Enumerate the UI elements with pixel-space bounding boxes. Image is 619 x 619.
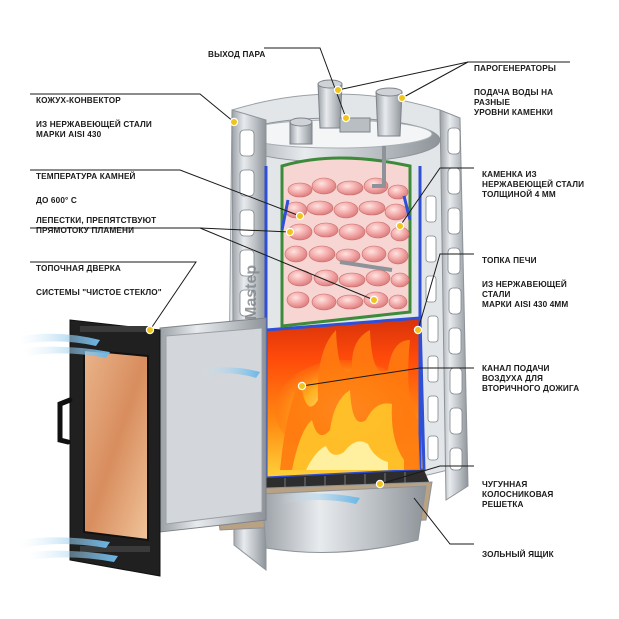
label-title: КАНАЛ ПОДАЧИ ВОЗДУХА ДЛЯ ВТОРИЧНОГО ДОЖИ… xyxy=(482,364,580,393)
stones xyxy=(284,177,410,311)
marker-dot-icon xyxy=(413,325,423,335)
label-sub: СИСТЕМЫ "ЧИСТОЕ СТЕКЛО" xyxy=(36,288,162,297)
stove-body: Mastep xyxy=(159,79,469,572)
marker-dot-icon xyxy=(395,221,405,231)
water-pipe xyxy=(372,146,386,188)
marker-dot-icon xyxy=(397,93,407,103)
door-vent-slots xyxy=(80,326,150,552)
marker-dot-icon xyxy=(333,85,343,95)
marker-dot-icon xyxy=(229,117,239,127)
label-casing: КОЖУХ-КОНВЕКТОР ИЗ НЕРЖАВЕЮЩЕЙ СТАЛИ МАР… xyxy=(36,86,152,150)
label-title: ЧУГУННАЯ КОЛОСНИКОВАЯ РЕШЕТКА xyxy=(482,480,554,509)
label-sub: ПОДАЧА ВОДЫ НА РАЗНЫЕ УРОВНИ КАМЕНКИ xyxy=(474,88,554,117)
inner-wall-blue xyxy=(264,166,422,470)
marker-dot-icon xyxy=(341,113,351,123)
marker-dots xyxy=(145,85,423,489)
water-pipe-lower xyxy=(339,260,393,272)
label-door: ТОПОЧНАЯ ДВЕРКА СИСТЕМЫ "ЧИСТОЕ СТЕКЛО" xyxy=(36,254,162,308)
door-glass xyxy=(83,348,149,542)
label-firebox: ТОПКА ПЕЧИ ИЗ НЕРЖАВЕЮЩЕЙ СТАЛИ МАРКИ AI… xyxy=(482,246,568,320)
marker-dot-icon xyxy=(285,227,295,237)
label-title: ЛЕПЕСТКИ, ПРЕПЯТСТВУЮТ ПРЯМОТОКУ ПЛАМЕНИ xyxy=(36,216,157,235)
label-title: ТОПОЧНАЯ ДВЕРКА xyxy=(36,264,121,273)
door-collar-inner xyxy=(165,327,263,525)
marker-dot-icon xyxy=(369,295,379,305)
label-ash-box: ЗОЛЬНЫЙ ЯЩИК xyxy=(482,540,554,570)
label-sub: ДО 600° С xyxy=(36,196,77,205)
marker-dot-icon xyxy=(145,325,155,335)
label-title: КОЖУХ-КОНВЕКТОР xyxy=(36,96,121,105)
label-air-channel: КАНАЛ ПОДАЧИ ВОЗДУХА ДЛЯ ВТОРИЧНОГО ДОЖИ… xyxy=(482,354,579,404)
marker-dot-icon xyxy=(375,479,385,489)
label-title: ТЕМПЕРАТУРА КАМНЕЙ xyxy=(36,172,136,181)
label-title: ЗОЛЬНЫЙ ЯЩИК xyxy=(482,550,554,559)
label-title: ПАРОГЕНЕРАТОРЫ xyxy=(474,64,556,73)
label-grate: ЧУГУННАЯ КОЛОСНИКОВАЯ РЕШЕТКА xyxy=(482,470,553,520)
marker-dot-icon xyxy=(295,211,305,221)
label-stone-temp: ТЕМПЕРАТУРА КАМНЕЙ ДО 600° С xyxy=(36,162,136,216)
firebox-door xyxy=(57,319,161,577)
label-title: КАМЕНКА ИЗ НЕРЖАВЕЮЩЕЙ СТАЛИ ТОЛЩИНОЙ 4 … xyxy=(482,170,585,199)
petals xyxy=(280,195,412,231)
label-sub: ИЗ НЕРЖАВЕЮЩЕЙ СТАЛИ МАРКИ AISI 430 4ММ xyxy=(482,280,569,309)
label-petals: ЛЕПЕСТКИ, ПРЕПЯТСТВУЮТ ПРЯМОТОКУ ПЛАМЕНИ xyxy=(36,206,156,246)
door-handle[interactable] xyxy=(57,397,73,445)
label-title: ВЫХОД ПАРА xyxy=(208,50,266,59)
marker-dot-icon xyxy=(297,381,307,391)
label-sub: ИЗ НЕРЖАВЕЮЩЕЙ СТАЛИ МАРКИ AISI 430 xyxy=(36,120,152,139)
label-stone-box: КАМЕНКА ИЗ НЕРЖАВЕЮЩЕЙ СТАЛИ ТОЛЩИНОЙ 4 … xyxy=(482,160,584,210)
label-steam-outlet: ВЫХОД ПАРА xyxy=(208,40,266,70)
brand-text: Mastep xyxy=(243,265,260,320)
air-flow-icon xyxy=(20,333,360,562)
leader-lines xyxy=(30,47,570,545)
label-steam-generators: ПАРОГЕНЕРАТОРЫ ПОДАЧА ВОДЫ НА РАЗНЫЕ УРО… xyxy=(474,54,556,128)
label-title: ТОПКА ПЕЧИ xyxy=(482,256,537,265)
stove-base xyxy=(261,485,427,553)
